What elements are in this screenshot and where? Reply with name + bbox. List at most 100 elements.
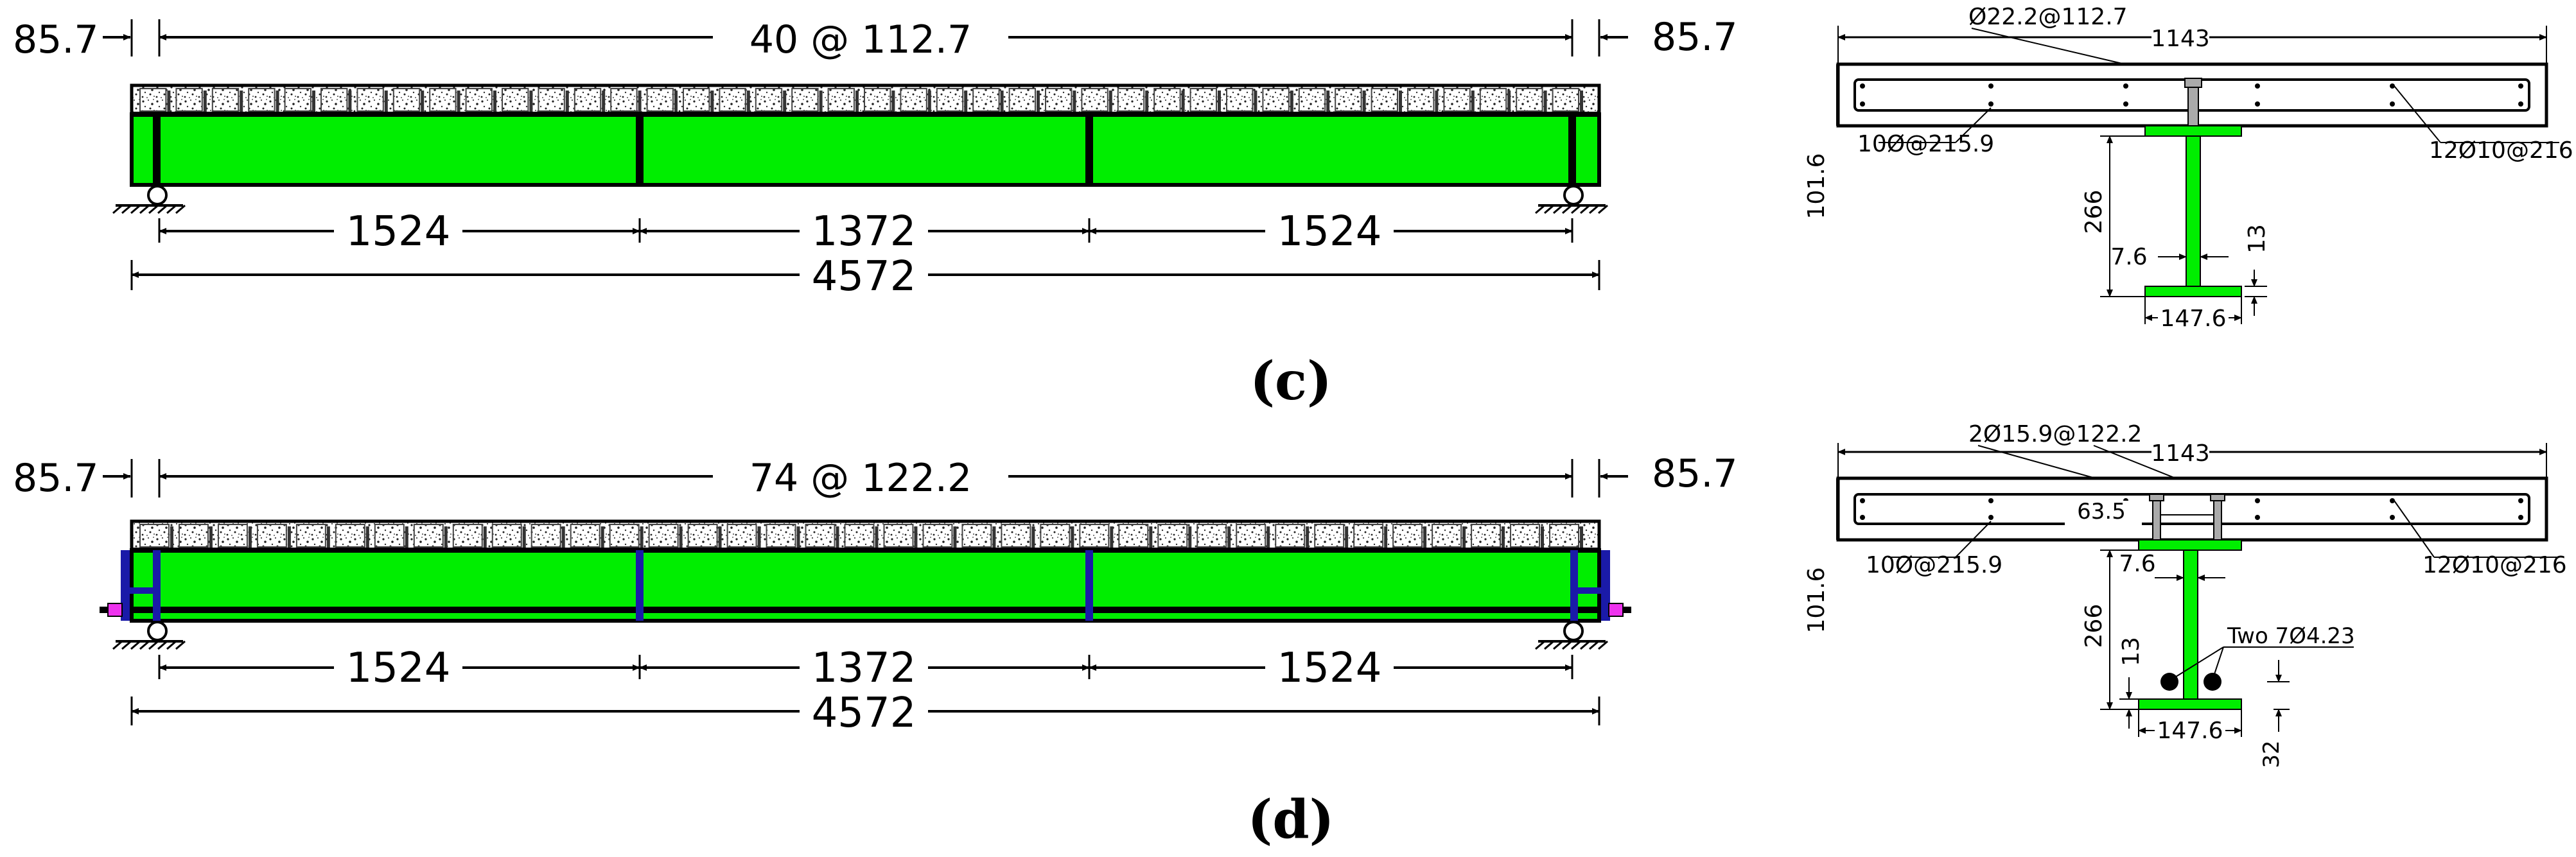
- shear-stud: [1580, 91, 1583, 114]
- top-flange: [2144, 125, 2242, 137]
- concrete-block: [1079, 524, 1110, 548]
- shear-stud: [679, 526, 683, 550]
- concrete-block: [1371, 88, 1399, 112]
- concrete-block: [961, 524, 992, 548]
- total-length-label: 4572: [812, 253, 916, 300]
- concrete-block: [1479, 88, 1507, 112]
- concrete-block: [491, 524, 522, 548]
- stirrup: [1853, 493, 2530, 525]
- shear-stud: [312, 91, 315, 114]
- shear-studs: [139, 524, 1583, 550]
- shear-stud: [209, 526, 213, 550]
- shear-stud: [457, 91, 460, 114]
- shear-stud: [875, 526, 879, 550]
- shear-stud: [483, 526, 487, 550]
- concrete-block: [791, 88, 819, 112]
- concrete-block: [1157, 524, 1188, 548]
- concrete-block: [1432, 524, 1462, 548]
- concrete-block: [320, 88, 348, 112]
- shear-stud: [638, 91, 642, 114]
- concrete-block: [1549, 524, 1580, 548]
- panel-d-elevation: 74 @ 122.2 85.7 85.7: [13, 451, 1738, 737]
- tendon-offset-label: 32: [2259, 740, 2284, 768]
- shear-stud: [757, 526, 761, 550]
- concrete-block: [248, 88, 276, 112]
- shear-stud: [1108, 91, 1112, 114]
- shear-stud: [1423, 526, 1427, 550]
- shear-stud: [1218, 91, 1221, 114]
- slab-depth-label: 101.6: [1803, 567, 1830, 633]
- web-thickness-label: 7.6: [2119, 551, 2155, 577]
- steel-beam: [130, 112, 1601, 187]
- web: [2186, 135, 2201, 287]
- shear-stud: [240, 91, 243, 114]
- total-length-label: 4572: [812, 689, 916, 737]
- shear-stud: [1290, 91, 1293, 114]
- concrete-block: [356, 88, 384, 112]
- shear-stud: [167, 91, 171, 114]
- concrete-block: [465, 88, 493, 112]
- concrete-block: [766, 524, 796, 548]
- concrete-block: [374, 524, 405, 548]
- support-left: [112, 621, 186, 650]
- concrete-block: [1353, 524, 1384, 548]
- concrete-block: [452, 524, 483, 548]
- shear-stud: [1462, 526, 1466, 550]
- stud-gap-label: 63.5: [2077, 499, 2126, 524]
- shear-stud: [421, 91, 425, 114]
- shear-stud: [1110, 526, 1114, 550]
- anchorage-left: [107, 550, 161, 621]
- support-right: [1535, 621, 1608, 650]
- concrete-block: [1196, 524, 1227, 548]
- shear-stud: [710, 91, 714, 114]
- transverse-bars-label: 10Ø@215.9: [1866, 552, 2002, 578]
- concrete-block: [429, 88, 457, 112]
- concrete-block: [936, 88, 964, 112]
- shear-stud: [640, 526, 644, 550]
- concrete-block: [1118, 524, 1149, 548]
- concrete-block: [1153, 88, 1181, 112]
- shear-stud: [1306, 526, 1310, 550]
- panel-d-section: 2Ø15.9@122.2 1143 63.5 10Ø@215.9 12Ø: [1803, 421, 2567, 768]
- shear-stud: [1254, 91, 1257, 114]
- panel-c-caption: (c): [1250, 351, 1332, 412]
- concrete-block: [1081, 88, 1108, 112]
- transverse-bars-label: 10Ø@215.9: [1857, 131, 1994, 157]
- shear-stud: [1227, 526, 1231, 550]
- shear-stud: [1345, 526, 1349, 550]
- shear-stud: [836, 526, 839, 550]
- concrete-block: [1314, 524, 1345, 548]
- tendon-left: [2160, 673, 2178, 691]
- stiffener-load-right: [1085, 114, 1093, 185]
- shear-stud: [561, 526, 565, 550]
- concrete-block: [1275, 524, 1306, 548]
- concrete-block: [610, 88, 638, 112]
- shear-stud: [914, 526, 918, 550]
- concrete-block: [295, 524, 326, 548]
- shear-studs: [139, 88, 1583, 114]
- tendon-right: [2204, 673, 2221, 691]
- web-thickness-label: 7.6: [2110, 244, 2147, 270]
- concrete-block: [1298, 88, 1326, 112]
- concrete-block: [570, 524, 600, 548]
- concrete-block: [1008, 88, 1036, 112]
- shear-stud: [891, 91, 895, 114]
- shear-stud: [170, 526, 173, 550]
- shear-stud: [522, 526, 526, 550]
- shear-stud: [1435, 91, 1439, 114]
- concrete-block: [687, 524, 718, 548]
- studs-label: Ø22.2@112.7: [1968, 4, 2128, 30]
- stiffener-load-right: [1085, 550, 1093, 621]
- concrete-block: [178, 524, 209, 548]
- shear-stud: [1145, 91, 1149, 114]
- concrete-block: [1189, 88, 1217, 112]
- concrete-block: [530, 524, 561, 548]
- shear-stud: [953, 526, 957, 550]
- span-mid-label: 1372: [812, 645, 916, 692]
- shear-stud: [783, 91, 787, 114]
- shear-stud: [326, 526, 330, 550]
- concrete-block: [574, 88, 602, 112]
- concrete-block: [217, 524, 248, 548]
- shear-stud: [1037, 91, 1040, 114]
